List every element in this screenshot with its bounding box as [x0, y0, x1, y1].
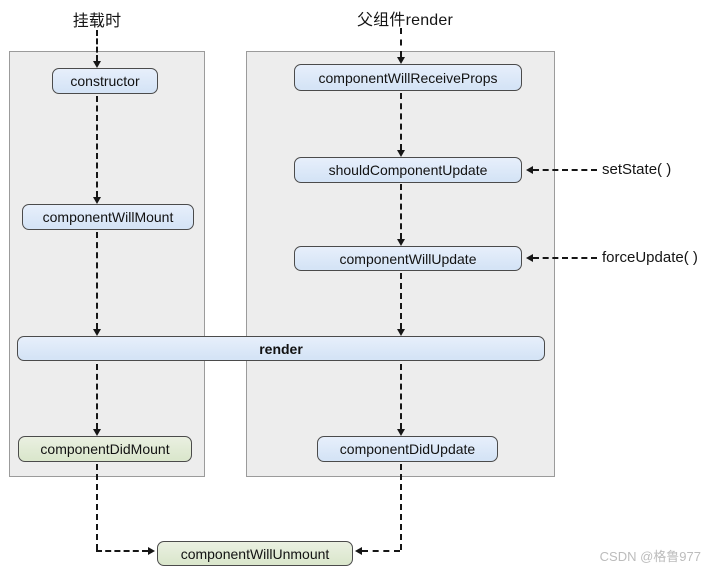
arrow-will-receive-props-to-should-update	[400, 93, 402, 150]
node-component-will-update: componentWillUpdate	[294, 246, 522, 271]
node-component-did-mount: componentDidMount	[18, 436, 192, 462]
connector-did-update-down	[400, 464, 402, 550]
node-constructor: constructor	[52, 68, 158, 94]
arrowhead-down-icon	[397, 429, 405, 436]
connector-did-mount-to-unmount	[96, 550, 148, 552]
arrowhead-down-icon	[93, 61, 101, 68]
arrow-constructor-to-will-mount	[96, 96, 98, 197]
arrowhead-down-icon	[93, 329, 101, 336]
connector-did-mount-down	[96, 464, 98, 550]
arrow-will-mount-to-render	[96, 232, 98, 329]
arrowhead-down-icon	[93, 429, 101, 436]
node-component-will-receive-props: componentWillReceiveProps	[294, 64, 522, 91]
arrow-will-update-to-render	[400, 273, 402, 329]
arrowhead-down-icon	[397, 239, 405, 246]
node-component-will-unmount: componentWillUnmount	[157, 541, 353, 566]
arrowhead-left-icon	[526, 166, 533, 174]
arrowhead-down-icon	[397, 57, 405, 64]
arrow-set-state-to-should-update	[533, 169, 597, 171]
arrowhead-left-icon	[355, 547, 362, 555]
node-render: render	[17, 336, 545, 361]
arrow-render-to-did-update	[400, 364, 402, 429]
arrow-render-to-did-mount	[96, 364, 98, 429]
arrow-update-title-to-will-receive-props	[400, 28, 402, 57]
arrowhead-down-icon	[93, 197, 101, 204]
mount-phase-title: 挂载时	[72, 13, 122, 30]
set-state-label: setState( )	[602, 161, 672, 178]
node-component-did-update: componentDidUpdate	[317, 436, 498, 462]
parent-render-phase-title: 父组件render	[356, 12, 454, 29]
arrow-force-update-to-will-update	[533, 257, 597, 259]
connector-did-update-to-unmount	[362, 550, 400, 552]
arrowhead-left-icon	[526, 254, 533, 262]
node-should-component-update: shouldComponentUpdate	[294, 157, 522, 183]
arrowhead-right-icon	[148, 547, 155, 555]
force-update-label: forceUpdate( )	[602, 249, 698, 266]
arrow-should-update-to-will-update	[400, 184, 402, 239]
node-component-will-mount: componentWillMount	[22, 204, 194, 230]
arrow-mount-title-to-constructor	[96, 30, 98, 61]
csdn-watermark: CSDN @格鲁977	[599, 549, 701, 564]
arrowhead-down-icon	[397, 329, 405, 336]
arrowhead-down-icon	[397, 150, 405, 157]
mount-phase-panel	[9, 51, 205, 477]
